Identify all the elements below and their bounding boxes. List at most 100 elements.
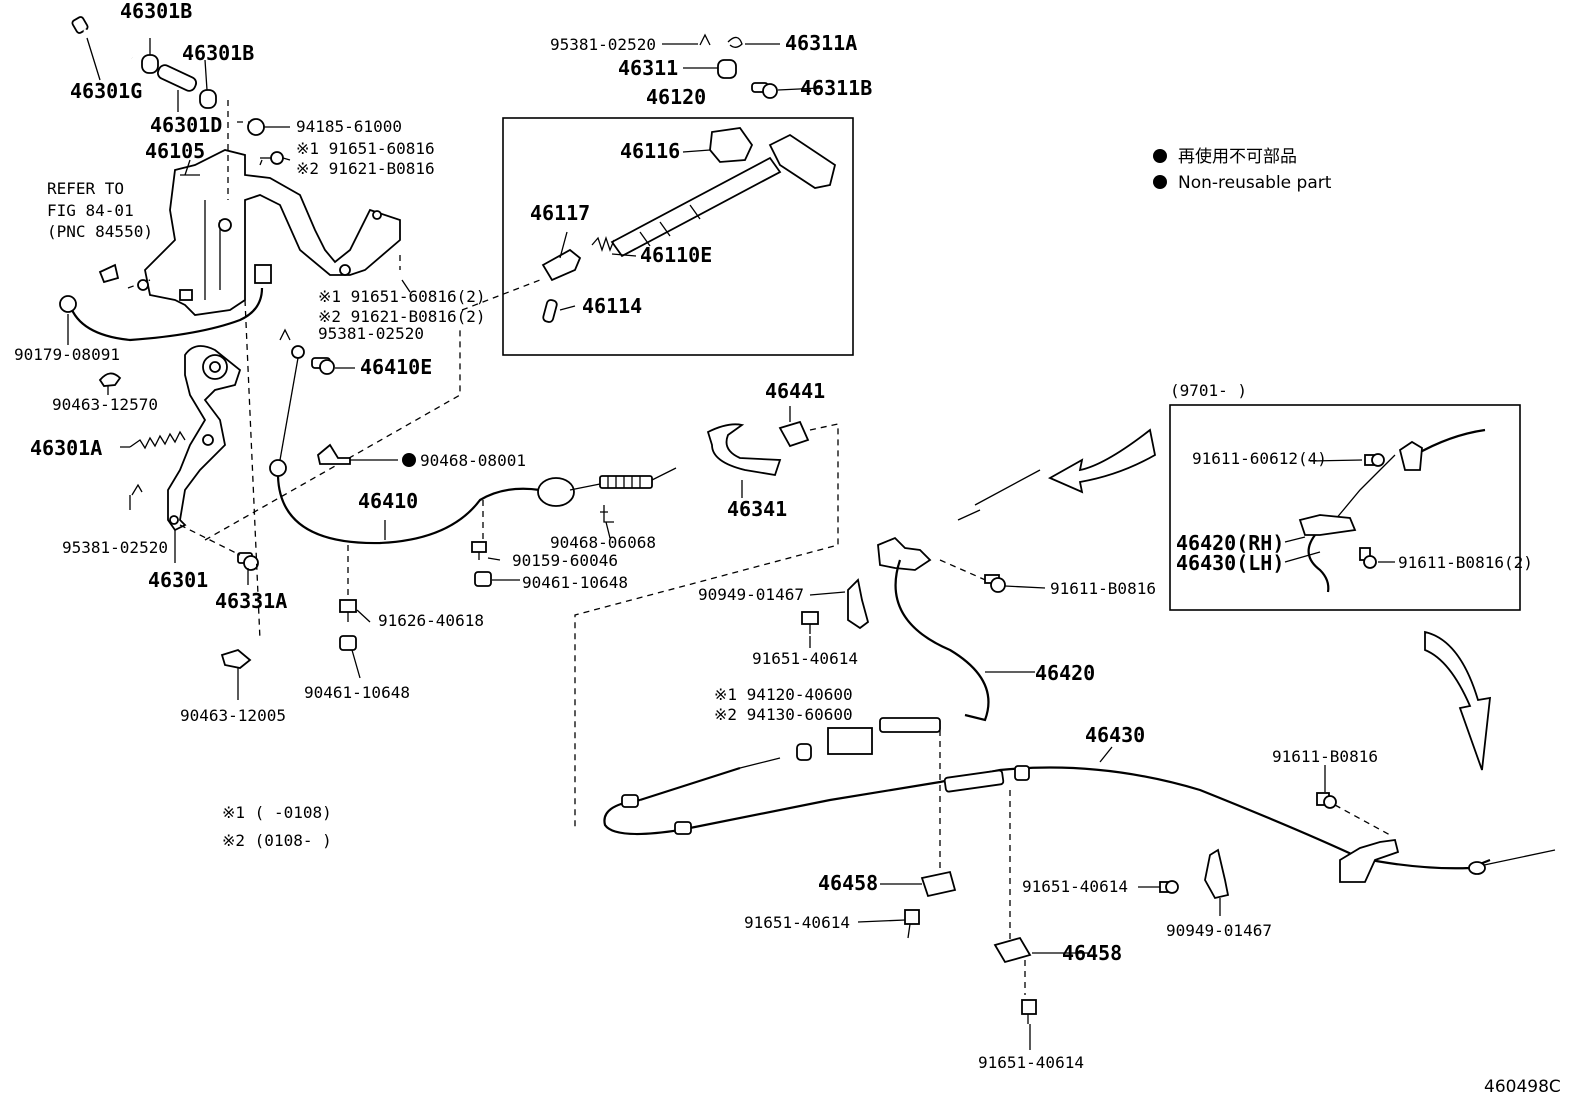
cable-end-icon [291,345,305,359]
label-94130-60600: ※2 94130-60600 [714,705,853,724]
clamp-90461-b-icon [339,635,357,651]
label-90159-60046: 90159-60046 [512,551,618,570]
refer-line-2: FIG 84-01 [47,201,134,220]
label-91651-40614-c: 91651-40614 [1022,877,1128,896]
pin-46311B-icon [751,82,778,99]
label-95381-02520-top: 95381-02520 [550,35,656,54]
pin-46410E-icon [311,357,335,375]
pin-95381-icon [279,328,291,341]
ratchet-46117-icon [541,248,582,282]
label-46116: 46116 [620,139,680,163]
pedal-bracket-assembly [59,16,461,669]
label-46458-a: 46458 [818,871,878,895]
clip-90468-06068-icon [600,505,614,523]
label-90461-10648-b: 90461-10648 [304,683,410,702]
label-46105: 46105 [145,139,205,163]
range-box-label: (9701- ) [1170,381,1247,400]
clip-90463-12570-icon [98,372,122,387]
bolt-46331A-icon [237,552,259,571]
cable-46420-bracket-icon [877,536,932,571]
equalizer-46341-icon [706,423,782,477]
label-46311: 46311 [618,56,678,80]
label-90179-08091: 90179-08091 [14,345,120,364]
label-46120: 46120 [646,85,706,109]
cable-46420-adjuster-icon [879,717,941,733]
detail-bracket-icon [1298,514,1357,536]
cable-46430-sleeve-icon [1014,765,1030,781]
label-46301B-b: 46301B [182,41,254,65]
cable-46420-end-icon [974,469,1041,506]
label-46117: 46117 [530,201,590,225]
label-46301B-a: 46301B [120,0,192,23]
cable-46410-icon [276,475,541,545]
leader-lines [67,37,1395,1050]
top-fasteners [699,33,778,99]
non-reusable-dot-icon [1153,149,1167,163]
label-46301: 46301 [148,568,208,592]
bushing-46301B-icon [141,54,159,74]
cable-sleeve-icon [537,477,575,507]
clip-46458-b-icon [993,936,1032,964]
bolt-46301G-icon [71,16,133,60]
clamp-90461-a-icon [474,571,492,587]
pin-95381-top-icon [699,33,711,46]
cable-46420-inner-icon [639,766,741,802]
bushing-46441-icon [778,420,810,448]
refer-line-3: (PNC 84550) [47,222,153,241]
bracket-90949-a-icon [847,578,870,630]
handle-assembly-box [502,117,854,356]
label-46410E: 46410E [360,355,432,379]
collar-46301D-icon [156,64,198,92]
label-94120-40600: ※1 94120-40600 [714,685,853,704]
nut-94185-icon [247,118,265,136]
label-91626-40618: 91626-40618 [378,611,484,630]
label-46410: 46410 [358,489,418,513]
label-90468-06068: 90468-06068 [550,533,656,552]
non-reusable-dot-icon [402,453,416,467]
handle-assembly-46120 [461,117,854,356]
spring-46110E-icon [591,235,615,253]
figure-id: 460498C [1484,1077,1561,1097]
label-90463-12570: 90463-12570 [52,395,158,414]
bracket-46105-icon [144,149,401,316]
bolt-91611-b0816-b-icon [1316,792,1337,809]
label-91651-40614-d: 91651-40614 [978,1053,1084,1072]
label-91611-B0816-b: 91611-B0816 [1272,747,1378,766]
harness-wire-icon [68,287,264,342]
label-46430: 46430 [1085,723,1145,747]
detail-box-9701: (9701- ) [1169,381,1521,611]
bolt-91651-40614-b-icon [904,909,920,939]
cable-46430-adjuster-icon [943,769,1005,793]
label-94185-61000: 94185-61000 [296,117,402,136]
label-91621-B0816-2: ※2 91621-B0816(2) [318,307,486,326]
bolt-91626-icon [339,599,357,622]
bolt-91611-b0816-a-icon [984,574,1006,593]
label-91611-B0816-2: 91611-B0816(2) [1398,553,1533,572]
note-1: ※1 ( -0108) [222,803,332,822]
pin-46114-icon [542,299,558,323]
non-reusable-dot-icon [1153,175,1167,189]
label-46420: 46420 [1035,661,1095,685]
label-90461-10648-a: 90461-10648 [522,573,628,592]
equalizer-assembly [574,420,839,830]
bolt-91651-40614-c-icon [1159,880,1179,894]
front-cable-46410 [269,357,677,651]
clip-90468-08001-icon [317,443,351,465]
label-46301A: 46301A [30,436,102,460]
label-95381-02520-low: 95381-02520 [62,538,168,557]
clip-90179-icon [59,295,77,313]
label-91651-60816: ※1 91651-60816 [296,139,435,158]
clip-90463-12005-icon [220,648,252,669]
label-91611-60612: 91611-60612(4) [1192,449,1327,468]
legend-non-reusable-en: Non-reusable part [1178,173,1332,193]
handle-lever-icon [610,133,837,258]
part-labels: 46301B 46301B 46301G 46301D 46105 94185-… [14,0,1561,1097]
label-46114: 46114 [582,294,642,318]
cable-rod-icon [279,357,299,461]
bolt-90159-icon [471,541,487,560]
mid-fasteners [796,578,870,761]
bolt-91651-icon [260,151,284,165]
label-91651-40614-b: 91651-40614 [744,913,850,932]
label-46311A: 46311A [785,31,857,55]
